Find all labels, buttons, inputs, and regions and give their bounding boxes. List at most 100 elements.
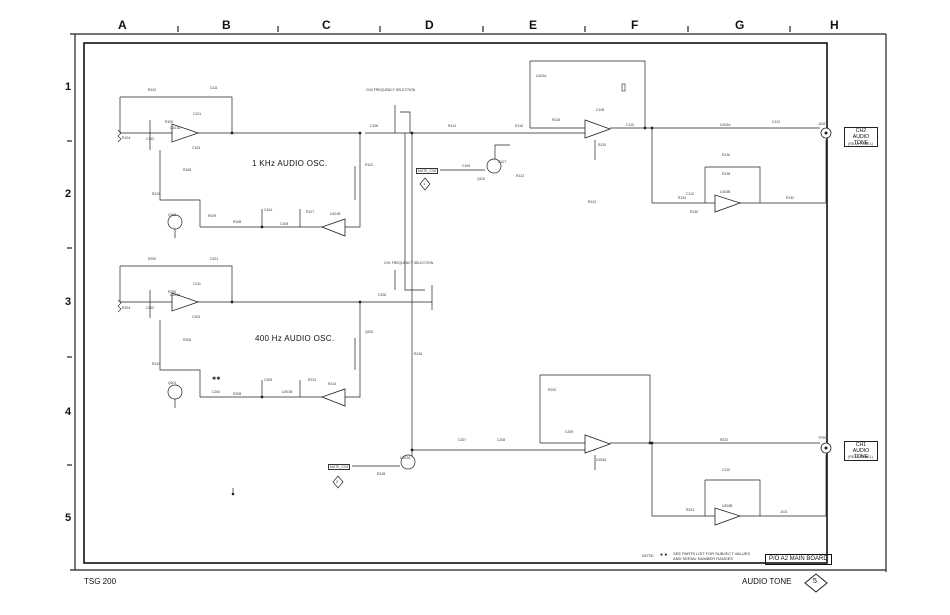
component-label-u203a: U203A [596, 458, 607, 462]
mute-ch1-input-label: MUTE_CH1 [328, 464, 351, 470]
component-label-c101: C101 [193, 112, 202, 116]
bnc-ch2-pin [824, 131, 828, 135]
component-label-c111: C111 [210, 86, 218, 90]
note-line-2: AND SERIAL NUMBER RANGES [673, 556, 734, 561]
ch1-connector-sub: (REAR PANEL) [848, 455, 873, 459]
component-label-r130: R130 [690, 210, 699, 214]
component-label-r202: R202 [148, 257, 157, 261]
ch2-connector-line1: CH2 [855, 128, 867, 134]
resistor-r104 [117, 129, 122, 143]
osc-1khz-label: 1 KHz AUDIO OSC. [252, 159, 328, 168]
note-marker: ● ● [660, 552, 668, 558]
page-title: AUDIO TONE [742, 577, 792, 586]
row-label-2: 2 [65, 188, 72, 200]
component-label-r120: R120 [598, 143, 607, 147]
asterisk-marker: ✱✱ [212, 376, 221, 382]
component-label-c107: C107 [498, 160, 507, 164]
note-text: SEE PARTS LIST FOR SUBJECT VALUES AND SE… [673, 551, 750, 561]
ch2-audio-tone-connector: CH2 AUDIO TONE [844, 127, 878, 147]
component-label-r214: R214 [328, 382, 337, 386]
column-label-d: D [425, 18, 434, 32]
ch1-frequency-selection-label: CH1 FREQUENCY SELECTION [384, 261, 434, 265]
component-label-r110: R110 [152, 192, 160, 196]
transistor-q102 [486, 158, 502, 174]
column-label-h: H [830, 18, 839, 32]
row-label-3: 3 [65, 296, 72, 308]
component-label-r100: R100 [165, 120, 174, 124]
input-marker-1-number: 1 [423, 181, 426, 186]
ch2-frequency-selection-label: CH2 FREQUENCY SELECTION [366, 88, 416, 92]
input-marker-2-number: 2 [336, 479, 339, 484]
opamp-u202a [584, 434, 612, 454]
component-label-c102: C102 [146, 137, 155, 141]
bnc-ch1-pin [824, 446, 828, 450]
ch1-output-wiring [352, 374, 827, 517]
component-label-r210: R210 [152, 362, 161, 366]
component-label-c106: C106 [370, 124, 379, 128]
component-label-r134: R134 [678, 196, 687, 200]
column-label-c: C [322, 18, 331, 32]
ch1-connector-line2: AUDIO TONE [852, 448, 870, 460]
model-label: TSG 200 [84, 577, 117, 586]
component-label-u101b: U101B [330, 212, 341, 216]
opamp-u103b [714, 194, 742, 213]
component-label-r102: R102 [148, 88, 157, 92]
tp201 [231, 492, 235, 496]
component-label-r112: R112 [365, 163, 373, 167]
component-label-c104: C104 [264, 208, 273, 212]
component-label-u103b: U103B [720, 190, 731, 194]
component-label-r200: R200 [168, 290, 177, 294]
opamp-u101a [171, 123, 200, 143]
opamp-u201b [320, 388, 346, 407]
component-label-r118: R118 [552, 118, 560, 122]
note-line-1: SEE PARTS LIST FOR SUBJECT VALUES [673, 551, 750, 556]
component-label-r208: R208 [233, 392, 242, 396]
osc-400hz-label: 400 Hz AUDIO OSC. [255, 334, 335, 343]
component-label-r114: R114 [448, 124, 456, 128]
column-label-a: A [118, 18, 127, 32]
component-label-c207: C207 [458, 438, 467, 442]
transistor-q202 [400, 454, 416, 470]
column-label-b: B [222, 18, 231, 32]
opamp-u101b [320, 218, 346, 237]
column-label-e: E [529, 18, 538, 32]
inner-frame [83, 42, 828, 564]
component-label-c202: C202 [146, 306, 155, 310]
ch2-connector-line2: AUDIO TONE [852, 134, 870, 146]
component-label-tp201: TP201 [818, 436, 828, 440]
opamp-u201a [171, 292, 200, 312]
opamp-u102a [584, 119, 612, 139]
component-label-c108: C108 [596, 108, 605, 112]
component-label-r132: R132 [786, 196, 795, 200]
component-label-c113: C113 [772, 120, 780, 124]
component-label-c103: C103 [192, 146, 201, 150]
component-label-c204: C204 [212, 390, 221, 394]
mute-ch2-input-label: MUTE_CH2 [416, 168, 439, 174]
selection-wiring [394, 105, 595, 451]
transistor-q101 [167, 214, 183, 230]
board-title-box: P/O A2 MAIN BOARD [765, 554, 832, 565]
input-marker-2 [332, 475, 344, 489]
page-badge-number: 5 [813, 578, 817, 585]
component-label-q201: Q201 [168, 381, 177, 385]
component-label-q101: Q101 [168, 213, 177, 217]
component-label-u202a: U202A [400, 456, 411, 460]
component-label-c109: C109 [462, 164, 471, 168]
note-label: NOTE: [642, 553, 655, 558]
column-label-f: F [631, 18, 639, 32]
component-label-u203b: U203B [722, 504, 733, 508]
component-label-r216: R216 [414, 352, 423, 356]
component-label-r104: R104 [122, 136, 131, 140]
opamp-u203b [714, 507, 742, 526]
component-label-r212: R212 [308, 378, 317, 382]
component-label-r220: R220 [548, 388, 557, 392]
component-label-c210: C210 [722, 468, 731, 472]
test-point [621, 83, 626, 92]
component-label-c201: C201 [210, 257, 219, 261]
component-label-u101a: U101A [170, 126, 181, 130]
component-label-r122: R122 [516, 174, 525, 178]
component-label-q102: Q102 [477, 177, 486, 181]
component-label-c105: C105 [280, 222, 289, 226]
component-label-c211: C211 [193, 282, 201, 286]
